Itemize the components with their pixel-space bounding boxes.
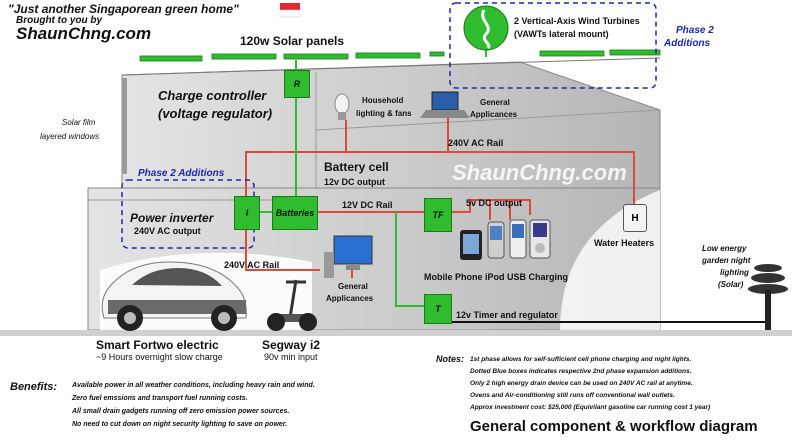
battery-cell-sub: 12v DC output — [324, 177, 386, 187]
benefits-line-2: Zero fuel emssions and transport fuel ru… — [72, 395, 248, 402]
notes-line-3: Only 2 high energy drain device can be u… — [470, 380, 693, 387]
transformer-box: TF — [424, 198, 452, 232]
segway-illustration — [267, 279, 317, 331]
dc-rail-label: 12V DC Rail — [342, 200, 393, 210]
solar-panels-label: 120w Solar panels — [240, 34, 345, 48]
general-app-bottom-1: General — [338, 282, 368, 291]
phase2-top-box — [449, 2, 657, 89]
solar-film-window — [122, 78, 127, 174]
ac-wires — [245, 118, 635, 278]
water-heaters-label: Water Heaters — [594, 238, 655, 248]
charge-controller-label: Charge controller — [158, 88, 267, 103]
watermark: ShaunChng.com — [452, 160, 627, 185]
phones-illustration — [460, 219, 551, 260]
solar-panels — [139, 49, 661, 62]
voltage-regulator-label: (voltage regulator) — [158, 106, 273, 121]
household-label-2: lighting & fans — [356, 109, 412, 118]
segway-sub: 90v min input — [264, 352, 318, 362]
water-heater-box: H — [623, 204, 647, 232]
benefits-line-3: All small drain gadgets running off zero… — [72, 408, 290, 415]
header-quote: "Just another Singaporean green home" — [8, 2, 239, 16]
general-app-top-1: General — [480, 98, 510, 107]
solar-film-label-1: Solar film — [62, 118, 96, 127]
household-label-1: Household — [362, 96, 404, 105]
footer-title: General component & workflow diagram — [470, 418, 758, 435]
notes-title: Notes: — [436, 354, 465, 364]
general-app-top-2: Applicances — [470, 110, 518, 119]
benefits-line-1: Available power in all weather condition… — [72, 382, 315, 389]
header-site: ShaunChng.com — [16, 24, 152, 43]
desktop-illustration — [324, 235, 373, 278]
garden-light-illustration — [748, 264, 788, 330]
phase2-top-label-2: Additions — [664, 38, 711, 49]
car-label: Smart Fortwo electric — [96, 338, 219, 352]
notes-line-2: Dotted Blue boxes indicates respective 2… — [470, 368, 692, 375]
segway-label: Segway i2 — [262, 338, 321, 352]
garden-label-2: garden night — [702, 256, 751, 265]
garden-label-1: Low energy — [702, 244, 747, 253]
timer-box: T — [424, 294, 452, 324]
inverter-box: I — [234, 196, 260, 230]
ac-rail-top-label: 240V AC Rail — [448, 138, 504, 148]
solar-film-label-2: layered windows — [40, 132, 100, 141]
power-inverter-label: Power inverter — [130, 211, 214, 225]
wind-turbines-label: 2 Vertical-Axis Wind Turbines — [514, 16, 640, 26]
benefits-line-4: No need to cut down on night security li… — [72, 421, 288, 428]
notes-line-1: 1st phase allows for self-sufficient cel… — [470, 356, 692, 363]
benefits-title: Benefits: — [10, 381, 58, 393]
car-illustration — [101, 261, 247, 331]
power-inverter-sub: 240V AC output — [134, 226, 201, 236]
garden-label-4: (Solar) — [718, 280, 744, 289]
bulb-illustration — [334, 93, 350, 120]
dc5v-label: 5v DC output — [466, 198, 522, 208]
laptop-illustration — [420, 91, 470, 118]
garden-label-3: lighting — [720, 268, 749, 277]
wind-turbines-sub: (VAWTs lateral mount) — [514, 29, 609, 39]
dc-wires — [316, 199, 531, 220]
ac-rail-bottom-label: 240V AC Rail — [224, 260, 280, 270]
timer-label: 12v Timer and regulator — [456, 310, 558, 320]
flag-illustration — [279, 3, 301, 18]
wind-turbine — [463, 5, 509, 51]
battery-cell-label: Battery cell — [324, 160, 389, 174]
batteries-box: Batteries — [272, 196, 318, 230]
notes-line-4: Ovens and Air-conditioning still runs of… — [470, 392, 675, 399]
phase2-top-label-1: Phase 2 — [676, 25, 714, 36]
notes-line-5: Approx investment cost: $25,000 (Equivil… — [470, 404, 711, 411]
mobile-charging-label: Mobile Phone iPod USB Charging — [424, 272, 568, 282]
header-brought-by: Brought to you by — [16, 15, 103, 26]
charge-controller-box: R — [284, 70, 310, 98]
phase2-mid-label: Phase 2 Additions — [138, 168, 225, 179]
car-sub: ~9 Hours overnight slow charge — [96, 352, 223, 362]
general-app-bottom-2: Applicances — [326, 294, 374, 303]
